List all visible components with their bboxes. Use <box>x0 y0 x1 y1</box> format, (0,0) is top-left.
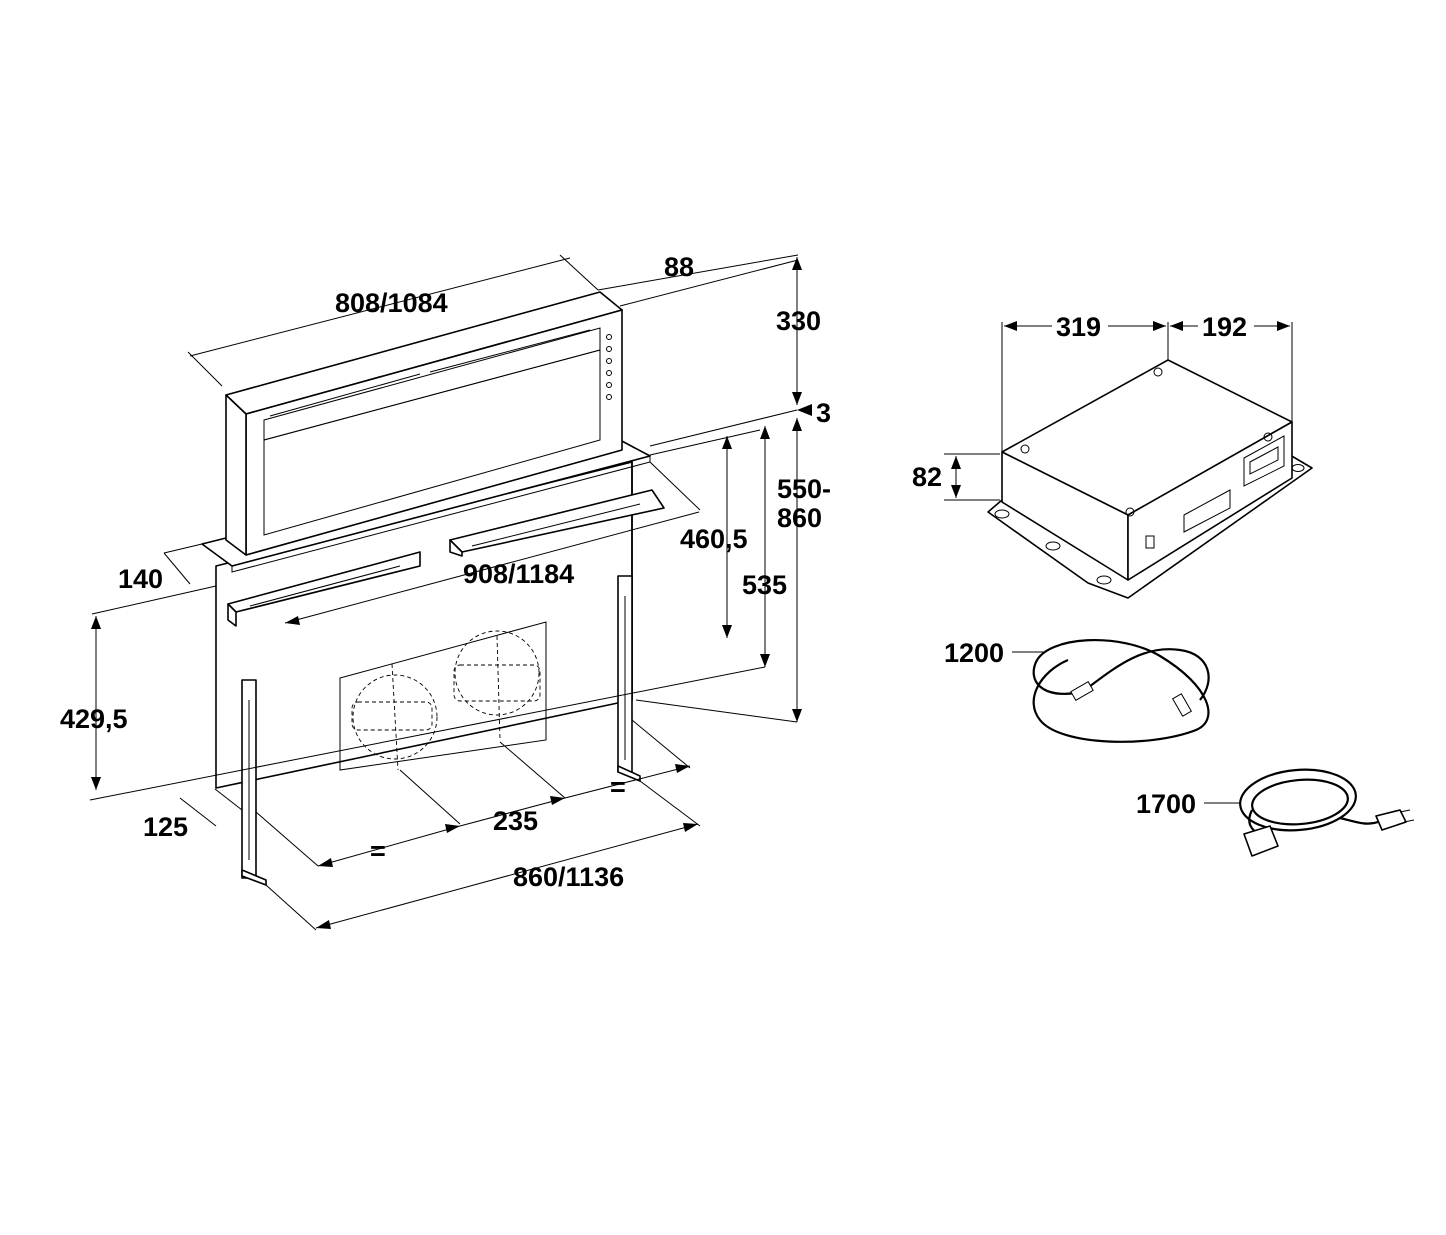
label-h-460: 460,5 <box>680 524 748 554</box>
label-depth-140: 140 <box>118 564 163 594</box>
label-eq-2: = <box>610 772 626 802</box>
label-base-width: 860/1136 <box>513 862 624 892</box>
label-range-1: 550- <box>777 474 831 504</box>
downdraft-unit <box>201 291 665 886</box>
label-height-top: 330 <box>776 306 821 336</box>
support-legs <box>241 575 641 886</box>
label-cable-1: 1200 <box>944 638 1004 668</box>
label-eq-1: = <box>370 836 386 866</box>
label-h-535: 535 <box>742 570 787 600</box>
control-box <box>987 359 1313 599</box>
top-section <box>225 291 623 556</box>
mounting-rails <box>227 489 665 627</box>
label-d-125: 125 <box>143 812 188 842</box>
label-cable-2: 1700 <box>1136 789 1196 819</box>
control-buttons <box>606 334 612 400</box>
label-range-2: 860 <box>777 503 822 533</box>
label-depth-top: 88 <box>664 252 694 282</box>
box-dimensions: 319 192 82 <box>912 310 1293 501</box>
label-frame-width: 908/1184 <box>463 559 574 589</box>
label-box-w: 319 <box>1056 312 1101 342</box>
label-box-d: 192 <box>1202 312 1247 342</box>
cable-1700: 1700 <box>1136 768 1415 857</box>
motor-panel <box>339 621 547 771</box>
label-d-235: 235 <box>493 806 538 836</box>
cable-1200: 1200 <box>944 638 1210 743</box>
label-box-h: 82 <box>912 462 942 492</box>
main-dimensions: 808/1084 88 330 3 550- 860 460,5 535 <box>60 252 831 931</box>
label-gap: 3 <box>816 398 831 428</box>
label-h-429: 429,5 <box>60 704 128 734</box>
label-width-top: 808/1084 <box>335 288 448 318</box>
